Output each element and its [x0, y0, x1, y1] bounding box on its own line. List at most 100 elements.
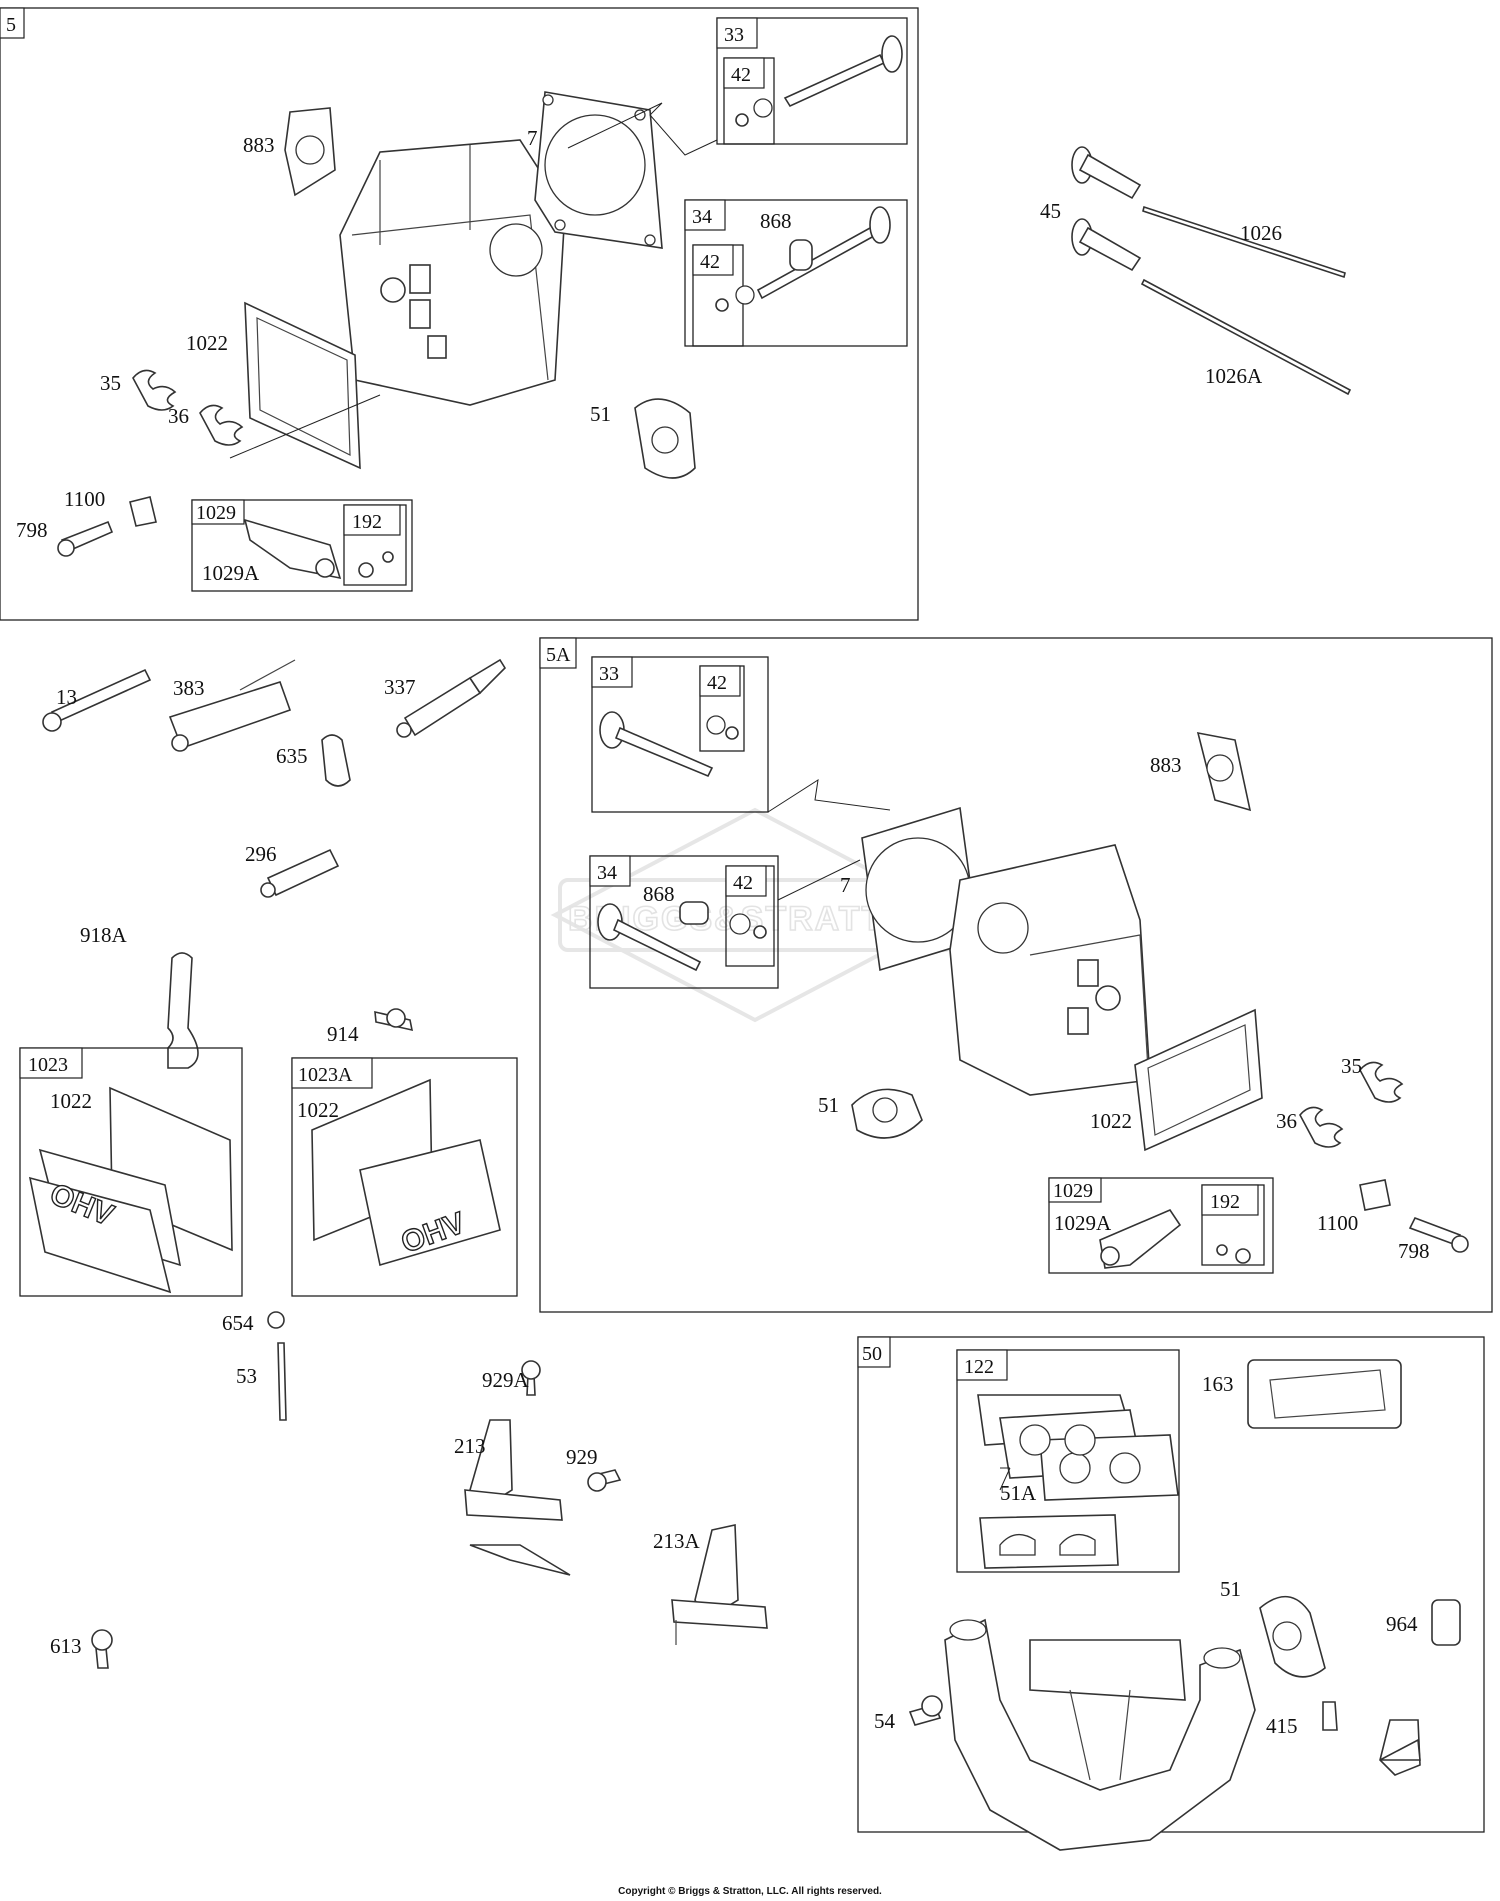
rocker-arm-1029-box: [191, 499, 413, 592]
spacer-964-part: [1431, 1599, 1461, 1646]
stud-53-part: [277, 1342, 287, 1421]
intake-valve-34b-part: [597, 901, 767, 972]
group-5: 5: [0, 7, 919, 621]
pushrod-1026a-part: [1140, 278, 1352, 396]
exhaust-valve-33-part: [735, 35, 903, 127]
label-213a: 213A: [653, 1529, 701, 1553]
rocker-arm-1029b-part: [1099, 1209, 1251, 1269]
svg-text:42: 42: [731, 64, 751, 86]
svg-text:42: 42: [700, 251, 720, 273]
stud-parts: 654 53 613: [50, 1311, 287, 1669]
label-635: 635: [276, 744, 308, 768]
group-50: 50 122: [857, 1336, 1485, 1851]
label-53: 53: [236, 1364, 257, 1388]
label-1022-cover1: 1022: [50, 1089, 92, 1113]
gasket-51c-part: [1259, 1595, 1326, 1678]
label-868b: 868: [643, 882, 675, 906]
intake-gasket-883b-part: [1196, 731, 1252, 812]
label-415: 415: [1266, 1714, 1298, 1738]
label-45: 45: [1040, 199, 1061, 223]
group-5-tag: 5: [6, 14, 16, 36]
label-798: 798: [16, 518, 48, 542]
svg-text:1029: 1029: [196, 502, 236, 524]
label-883: 883: [243, 133, 275, 157]
exhaust-manifold-part: [944, 1618, 1256, 1851]
label-35b: 35: [1341, 1054, 1362, 1078]
label-51: 51: [590, 402, 611, 426]
label-1022: 1022: [186, 331, 228, 355]
bolt-798-part: [57, 520, 114, 557]
label-883b: 883: [1150, 753, 1182, 777]
exhaust-gasket-51b-part: [851, 1088, 923, 1139]
rocker-cover-1023a-box: 1023A OHV 1022: [291, 1057, 518, 1297]
exhaust-valve-33b-part: [599, 711, 739, 778]
label-213: 213: [454, 1434, 486, 1458]
svg-text:192: 192: [352, 511, 382, 533]
intake-valve-34-part: [715, 206, 891, 312]
fitting-415-part: [1322, 1701, 1421, 1776]
label-35: 35: [100, 371, 121, 395]
loose-parts: 13 383 337 635 296 918A 914: [42, 658, 507, 1069]
label-296: 296: [245, 842, 277, 866]
svg-text:42: 42: [733, 872, 753, 894]
bracket-213-part: [464, 1419, 571, 1576]
spring-35b-part: [1359, 1061, 1404, 1103]
rocker-cover-gasket-part: [244, 301, 361, 470]
rocker-cover-1023-box: 1023 OHV 1022: [19, 1047, 243, 1297]
bracket-parts: 929A 213 929 213A: [454, 1360, 768, 1645]
group-5a: 5A 33 42 34 42: [539, 637, 1493, 1313]
svg-text:34: 34: [597, 862, 617, 884]
nut-654-part: [267, 1311, 285, 1329]
label-51b: 51: [818, 1093, 839, 1117]
svg-text:33: 33: [724, 24, 744, 46]
svg-text:1023A: 1023A: [298, 1064, 353, 1086]
label-929a: 929A: [482, 1368, 530, 1392]
label-1100: 1100: [64, 487, 105, 511]
label-914: 914: [327, 1022, 359, 1046]
label-383: 383: [173, 676, 205, 700]
exhaust-valve-33-box: [716, 17, 908, 145]
valve-spring-35-part: [132, 369, 177, 411]
gasket-set-122-part: [977, 1394, 1179, 1569]
head-gasket-7b-part: [861, 806, 979, 972]
label-918a: 918A: [80, 923, 128, 947]
valve-spring-36-part: [199, 404, 244, 446]
svg-text:1029: 1029: [1053, 1180, 1093, 1202]
label-337: 337: [384, 675, 416, 699]
cylinder-head-b-part: [949, 844, 1151, 1096]
copyright-notice: Copyright © Briggs & Stratton, LLC. All …: [618, 1886, 882, 1897]
intake-gasket-883-part: [284, 107, 336, 197]
svg-text:122: 122: [964, 1356, 994, 1378]
part-296: [266, 848, 340, 897]
intake-valve-34-box: [684, 199, 908, 347]
group-5a-tag: 5A: [546, 644, 571, 666]
label-163: 163: [1202, 1372, 1234, 1396]
label-7: 7: [527, 126, 538, 150]
label-54: 54: [874, 1709, 896, 1733]
pushrod-group: 45 1026 1026A: [1040, 146, 1352, 396]
svg-text:42: 42: [707, 672, 727, 694]
label-1026: 1026: [1240, 221, 1282, 245]
gasket-163-part: [1247, 1359, 1402, 1429]
label-654: 654: [222, 1311, 254, 1335]
bracket-213a-part: [671, 1524, 768, 1645]
bolt-613-part: [95, 1647, 109, 1669]
cylinder-head-part: [339, 139, 566, 406]
nut-1100b-part: [1359, 1179, 1391, 1211]
pushrod-1026-part: [1142, 205, 1346, 279]
head-gasket-part: [534, 91, 663, 249]
rocker-arm-1029-part: [243, 518, 394, 580]
svg-text:1023: 1023: [28, 1054, 68, 1076]
label-1029ab: 1029A: [1054, 1211, 1112, 1235]
label-1100b: 1100: [1317, 1211, 1358, 1235]
label-1022-cover2: 1022: [297, 1098, 339, 1122]
label-51c: 51: [1220, 1577, 1241, 1601]
group-50-tag: 50: [862, 1343, 882, 1365]
label-36b: 36: [1276, 1109, 1297, 1133]
label-1026a: 1026A: [1205, 364, 1263, 388]
spring-36b-part: [1299, 1106, 1344, 1148]
tube-918a-part: [167, 952, 199, 1069]
rocker-gasket-1022b-part: [1134, 1008, 1263, 1152]
label-36: 36: [168, 404, 189, 428]
